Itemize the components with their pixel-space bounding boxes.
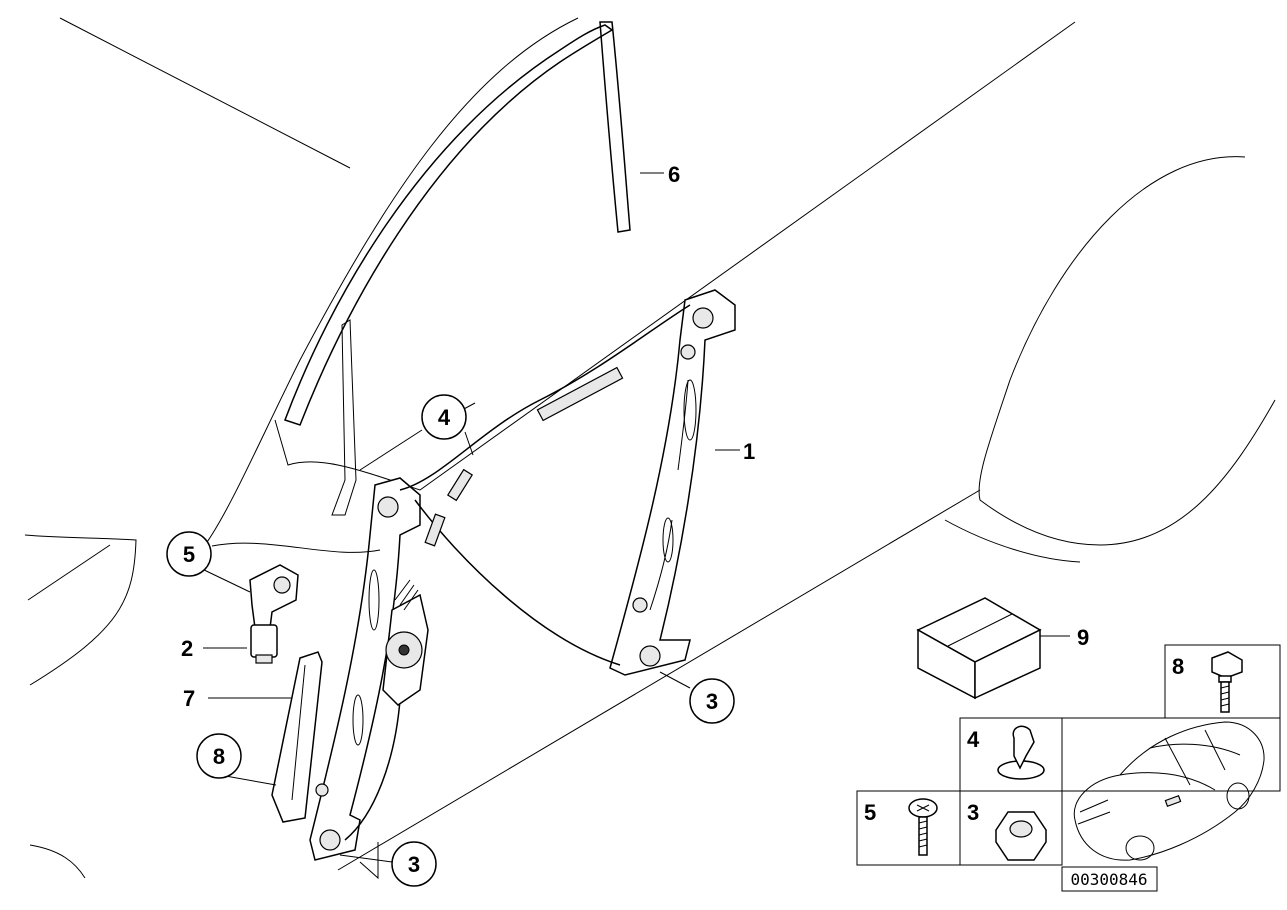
circled-callout-3-right: 3 bbox=[689, 678, 735, 724]
hex-nut-icon bbox=[995, 811, 1047, 861]
circled-callouts: 4 5 8 3 3 bbox=[166, 394, 735, 887]
circled-callout-8: 8 bbox=[196, 733, 242, 779]
svg-text:5: 5 bbox=[864, 800, 876, 825]
svg-text:4: 4 bbox=[438, 405, 451, 430]
callout-6: 6 bbox=[668, 162, 680, 187]
svg-text:3: 3 bbox=[408, 852, 420, 877]
regulator-frame bbox=[309, 289, 736, 861]
svg-text:4: 4 bbox=[967, 727, 980, 752]
svg-text:3: 3 bbox=[706, 689, 718, 714]
leader-lines bbox=[199, 172, 1070, 863]
circled-callout-3-bottom: 3 bbox=[391, 841, 437, 887]
regulator-motor bbox=[249, 564, 299, 664]
bolt-icon bbox=[1211, 651, 1243, 713]
car-thumbnail bbox=[1073, 721, 1265, 861]
reference-code-box: 00300846 bbox=[1061, 866, 1158, 892]
svg-text:8: 8 bbox=[213, 744, 225, 769]
screw-icon bbox=[908, 798, 938, 856]
car-body-outline bbox=[24, 17, 1276, 880]
svg-text:5: 5 bbox=[183, 542, 195, 567]
legend-cell-4: 4 bbox=[967, 725, 1045, 780]
clip-icon bbox=[997, 725, 1045, 780]
small-parts-legend: 8 4 5 3 bbox=[856, 644, 1281, 866]
part-labels: 6 1 2 7 9 bbox=[181, 162, 1089, 711]
rail-cover bbox=[271, 651, 323, 823]
callout-9: 9 bbox=[1077, 625, 1089, 650]
reference-code: 00300846 bbox=[1070, 870, 1147, 889]
legend-cell-5: 5 bbox=[864, 798, 938, 856]
svg-text:3: 3 bbox=[967, 800, 979, 825]
legend-cell-3: 3 bbox=[967, 800, 1047, 861]
callout-2: 2 bbox=[181, 636, 193, 661]
window-guide-rail bbox=[284, 21, 631, 516]
circled-callout-4: 4 bbox=[421, 394, 467, 440]
callout-1: 1 bbox=[743, 439, 755, 464]
circled-callout-5: 5 bbox=[166, 531, 212, 577]
svg-text:8: 8 bbox=[1172, 654, 1184, 679]
legend-cell-8: 8 bbox=[1172, 651, 1243, 713]
foam-pad bbox=[916, 597, 1042, 700]
callout-7: 7 bbox=[183, 686, 195, 711]
